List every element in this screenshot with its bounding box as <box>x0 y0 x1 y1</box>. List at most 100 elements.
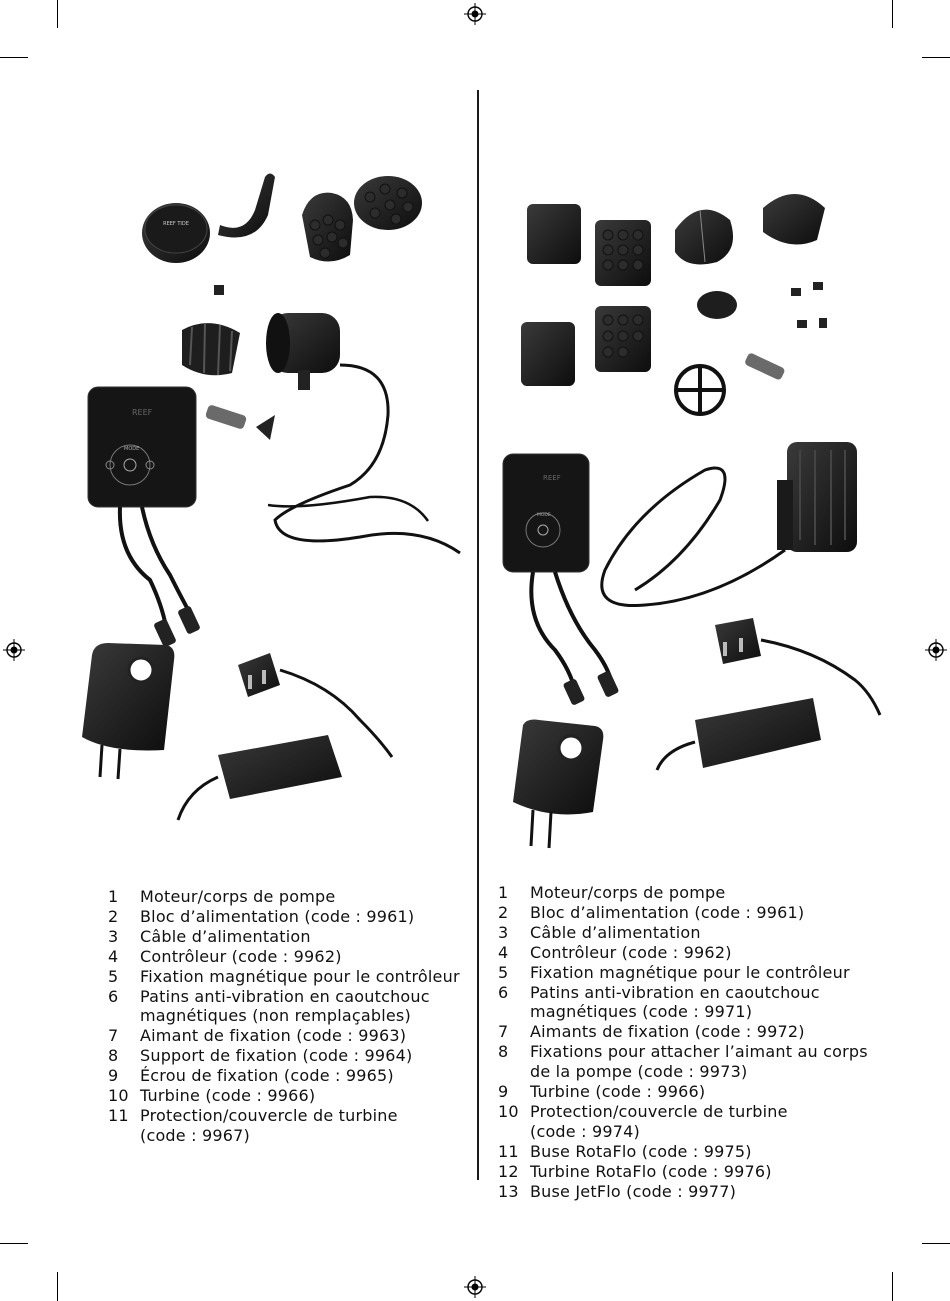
product-photo-right: REEF MODE <box>502 194 882 849</box>
item-number: 10 <box>108 1086 129 1106</box>
item-text: Patins anti-vibration en caoutchouc magn… <box>140 986 430 1026</box>
fixing-nut <box>214 285 224 295</box>
item-number: 4 <box>108 946 119 966</box>
item-number: 13 <box>498 1181 519 1201</box>
item-number: 4 <box>498 942 509 962</box>
item-text: Écrou de fixation (code : 9965) <box>140 1066 394 1086</box>
crop-mark <box>57 0 58 28</box>
item-number: 6 <box>498 982 509 1002</box>
item-number: 1 <box>498 883 509 902</box>
item-text: Buse JetFlo (code : 9977) <box>530 1181 737 1201</box>
item-number: 7 <box>108 1026 119 1046</box>
crop-mark <box>0 1243 28 1244</box>
controller-brand: REEF <box>543 474 561 482</box>
list-item: 5 Fixation magnétique pour le contrôleur <box>108 967 473 987</box>
list-item: 7 Aimants de fixation (code : 9972) <box>498 1022 878 1042</box>
list-item: 10 Turbine (code : 9966) <box>108 1086 473 1106</box>
item-text: Moteur/corps de pompe <box>530 883 726 902</box>
controller-cable <box>553 571 613 681</box>
list-item: 1 Moteur/corps de pompe <box>498 883 878 903</box>
item-text: Fixations pour attacher l’aimant au corp… <box>530 1042 868 1082</box>
list-item: 13 Buse JetFlo (code : 9977) <box>498 1182 878 1202</box>
item-text: Aimant de fixation (code : 9963) <box>140 1026 407 1046</box>
registration-mark-icon <box>925 639 947 661</box>
crop-mark <box>0 57 28 58</box>
controller-mount <box>513 719 604 849</box>
fixing-magnet <box>521 322 575 386</box>
controller-cable <box>529 571 577 691</box>
power-supply <box>176 735 342 821</box>
registration-mark-icon <box>464 3 486 25</box>
rotaflo-turbine <box>697 291 737 319</box>
controller: REEF MODE <box>502 453 590 573</box>
column-divider <box>477 90 479 1180</box>
controller-mode-label: MODE <box>124 446 139 452</box>
rotaflo-nozzle <box>675 209 734 265</box>
list-item: 10 Protection/couvercle de turbine (code … <box>498 1102 878 1142</box>
item-number: 8 <box>108 1046 119 1066</box>
impeller <box>205 405 275 440</box>
list-item: 4 Contrôleur (code : 9962) <box>108 947 473 967</box>
power-supply <box>655 698 821 771</box>
item-number: 12 <box>498 1161 519 1181</box>
list-item: 6 Patins anti-vibration en caoutchouc mag… <box>108 987 473 1027</box>
controller-brand: REEF <box>132 408 153 417</box>
crop-mark <box>922 1243 950 1244</box>
item-number: 3 <box>498 922 509 942</box>
item-number: 5 <box>108 966 119 986</box>
item-number: 11 <box>498 1141 519 1161</box>
rubber-pad <box>527 204 581 264</box>
crop-mark <box>892 1272 893 1301</box>
item-number: 10 <box>498 1101 519 1121</box>
fixing-magnet: REEF TIDE <box>142 203 210 263</box>
item-number: 8 <box>498 1042 509 1062</box>
impeller <box>745 353 785 380</box>
item-text: Bloc d’alimentation (code : 9961) <box>140 906 415 926</box>
item-number: 1 <box>108 887 119 906</box>
item-number: 6 <box>108 986 119 1006</box>
rubber-pads <box>302 176 422 262</box>
crop-mark <box>892 0 893 28</box>
list-item: 8 Fixations pour attacher l’aimant au cor… <box>498 1042 878 1082</box>
item-text: Support de fixation (code : 9964) <box>140 1046 413 1066</box>
item-number: 9 <box>498 1082 509 1102</box>
item-number: 7 <box>498 1022 509 1042</box>
item-text: Buse RotaFlo (code : 9975) <box>530 1141 752 1161</box>
item-number: 3 <box>108 926 119 946</box>
item-text: Fixation magnétique pour le contrôleur <box>140 966 460 986</box>
item-text: Aimants de fixation (code : 9972) <box>530 1022 805 1042</box>
turbine-guard <box>182 322 240 376</box>
list-item: 5 Fixation magnétique pour le contrôleur <box>498 963 878 983</box>
controller: REEF MODE <box>87 386 197 508</box>
list-item: 8 Support de fixation (code : 9964) <box>108 1046 473 1066</box>
item-number: 11 <box>108 1105 129 1125</box>
list-item: 11 Protection/couvercle de turbine (code … <box>108 1106 473 1146</box>
fixing-bracket <box>218 173 275 238</box>
jetflo-nozzle <box>763 194 825 245</box>
item-text: Protection/couvercle de turbine (code : … <box>140 1105 398 1145</box>
list-item: 11 Buse RotaFlo (code : 9975) <box>498 1142 878 1162</box>
list-item: 4 Contrôleur (code : 9962) <box>498 943 878 963</box>
registration-mark-icon <box>3 639 25 661</box>
item-text: Câble d’alimentation <box>530 922 701 942</box>
list-item: 12 Turbine RotaFlo (code : 9976) <box>498 1162 878 1182</box>
item-text: Turbine RotaFlo (code : 9976) <box>530 1161 772 1181</box>
item-text: Bloc d’alimentation (code : 9961) <box>530 902 805 922</box>
item-number: 5 <box>498 962 509 982</box>
item-text: Fixation magnétique pour le contrôleur <box>530 962 850 982</box>
list-item: 7 Aimant de fixation (code : 9963) <box>108 1026 473 1046</box>
item-text: Turbine (code : 9966) <box>140 1086 316 1106</box>
controller-mode-label: MODE <box>537 512 551 518</box>
item-text: Contrôleur (code : 9962) <box>140 946 342 966</box>
controller-mount <box>82 643 175 780</box>
item-text: Contrôleur (code : 9962) <box>530 942 732 962</box>
item-text: Protection/couvercle de turbine (code : … <box>530 1101 788 1141</box>
